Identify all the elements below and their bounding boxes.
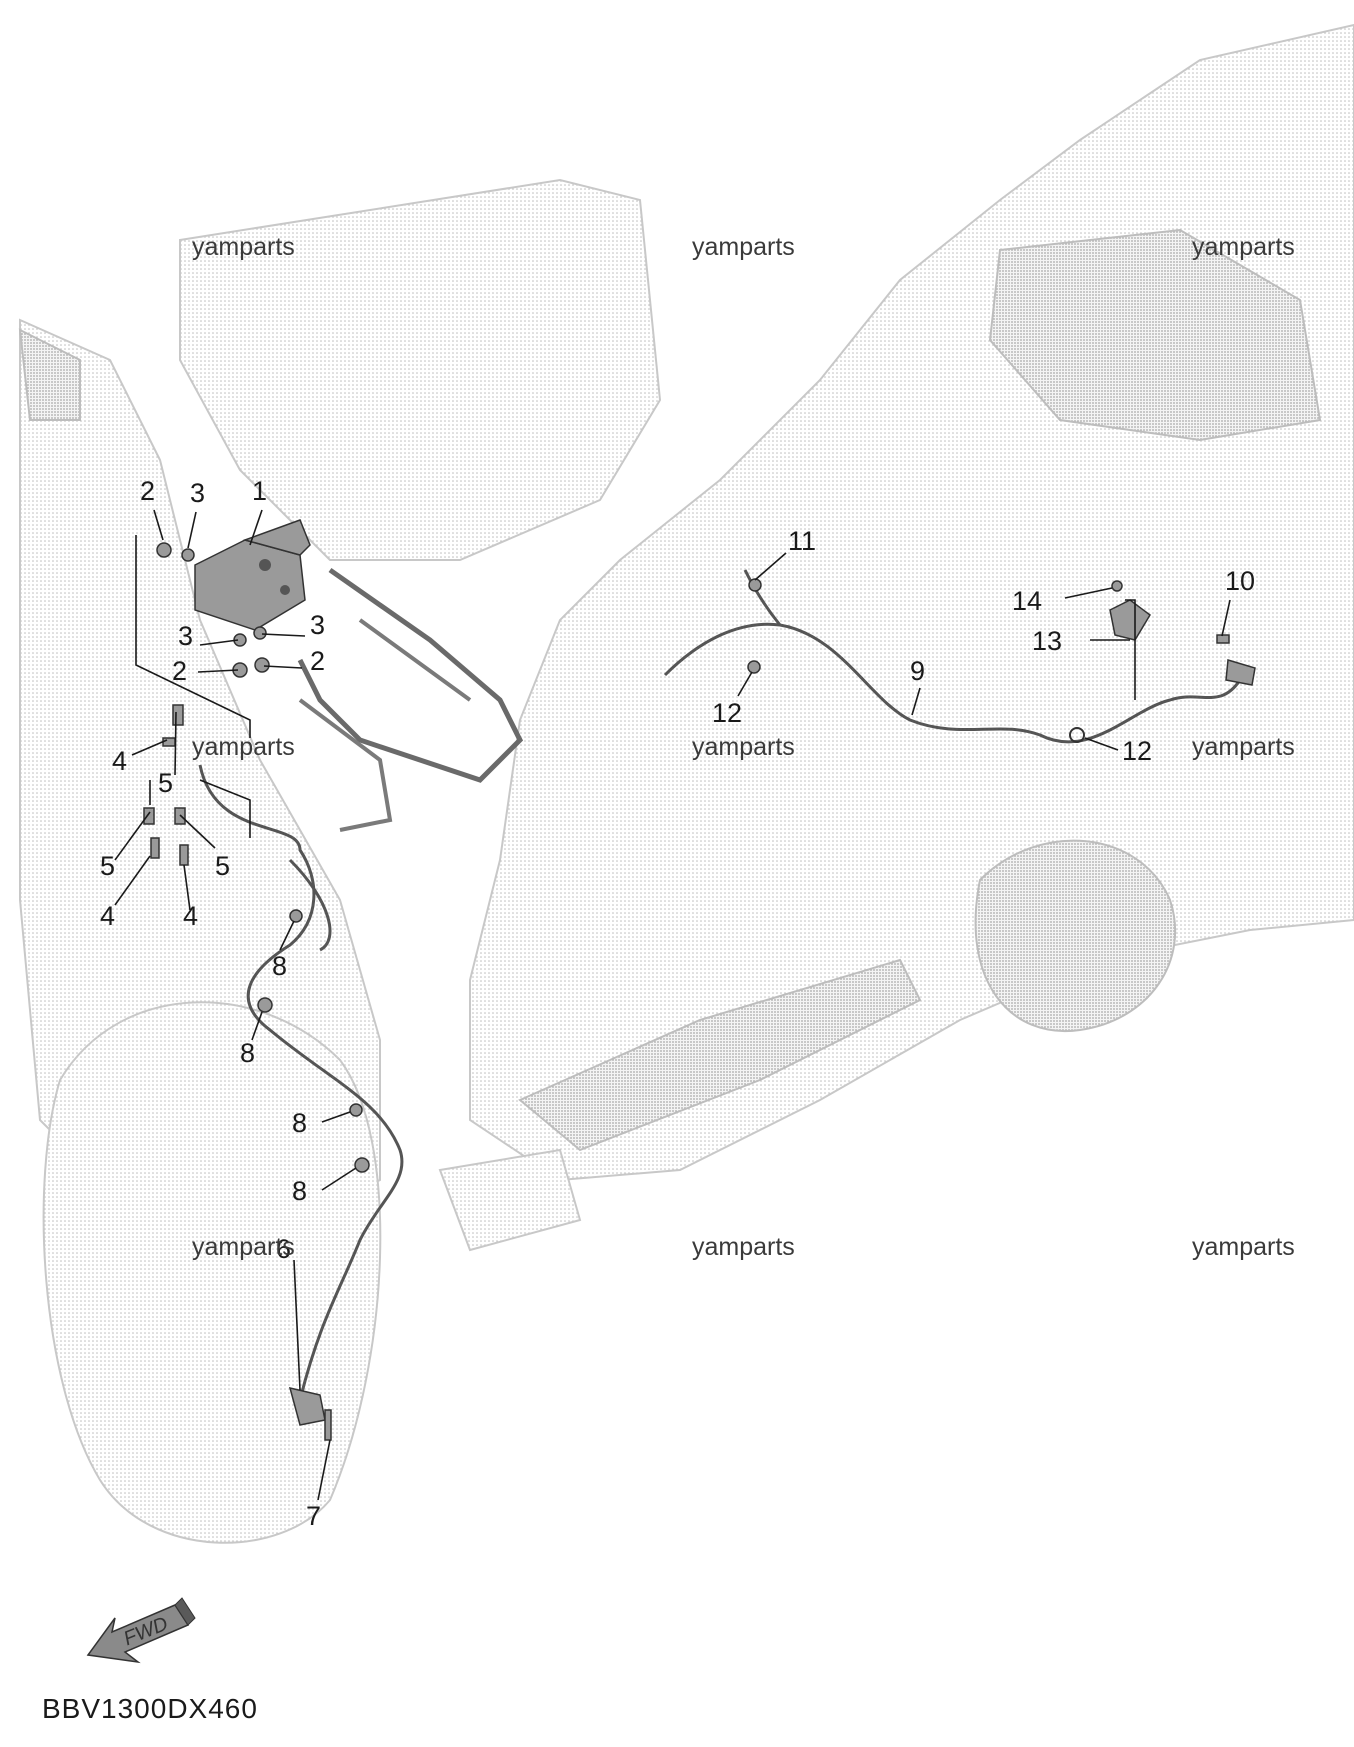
front-wheel-sensor[interactable] (288, 1386, 332, 1441)
callout-8: 8 (272, 951, 287, 981)
callout-13: 13 (1032, 626, 1062, 656)
callout-9: 9 (910, 656, 925, 686)
callout-10: 10 (1225, 566, 1255, 596)
callout-5: 5 (100, 851, 115, 881)
front-wheel-sensor-lead (198, 764, 404, 1401)
callout-12: 12 (1122, 736, 1152, 766)
callout-2: 2 (140, 476, 155, 506)
callout-7: 7 (306, 1501, 321, 1531)
callout-3: 3 (190, 478, 205, 508)
diagram-code: BBV1300DX460 (42, 1693, 258, 1724)
watermark-text: yamparts (192, 233, 295, 261)
watermarks: yamparts yamparts yamparts yamparts yamp… (192, 233, 1295, 1261)
callout-2: 2 (310, 646, 325, 676)
callout-4: 4 (183, 901, 198, 931)
callout-8: 8 (292, 1108, 307, 1138)
callout-6: 6 (276, 1234, 291, 1264)
watermark-text: yamparts (692, 1233, 795, 1261)
forward-arrow-icon: FWD (86, 1597, 196, 1664)
callout-8: 8 (240, 1038, 255, 1068)
watermark-text: yamparts (692, 233, 795, 261)
watermark-text: yamparts (1192, 733, 1295, 761)
callout-3: 3 (310, 610, 325, 640)
callout-3: 3 (178, 621, 193, 651)
callout-2: 2 (172, 656, 187, 686)
scooter-outline (18, 23, 1354, 1544)
hardware-parts (143, 542, 1230, 1173)
callout-4: 4 (112, 746, 127, 776)
callout-8: 8 (292, 1176, 307, 1206)
callout-5: 5 (215, 851, 230, 881)
watermark-text: yamparts (192, 1233, 295, 1261)
watermark-text: yamparts (1192, 233, 1295, 261)
callout-14: 14 (1012, 586, 1042, 616)
callout-5: 5 (158, 768, 173, 798)
abs-hydraulic-unit[interactable] (194, 519, 311, 631)
callout-12: 12 (712, 698, 742, 728)
watermark-text: yamparts (192, 733, 295, 761)
frame-bracket (297, 567, 524, 832)
callout-labels: 1 2 3 3 3 2 2 4 5 5 5 4 4 8 8 8 8 6 7 9 … (100, 476, 1255, 1531)
rear-wheel-sensor-lead (663, 569, 1242, 744)
watermark-text: yamparts (1192, 1233, 1295, 1261)
leader-lines (114, 509, 1231, 1501)
rear-wheel-sensor[interactable] (1225, 659, 1256, 686)
callout-11: 11 (788, 526, 816, 556)
watermark-text: yamparts (692, 733, 795, 761)
sensor-bracket[interactable] (1109, 599, 1151, 641)
callout-4: 4 (100, 901, 115, 931)
callout-1: 1 (252, 476, 267, 506)
